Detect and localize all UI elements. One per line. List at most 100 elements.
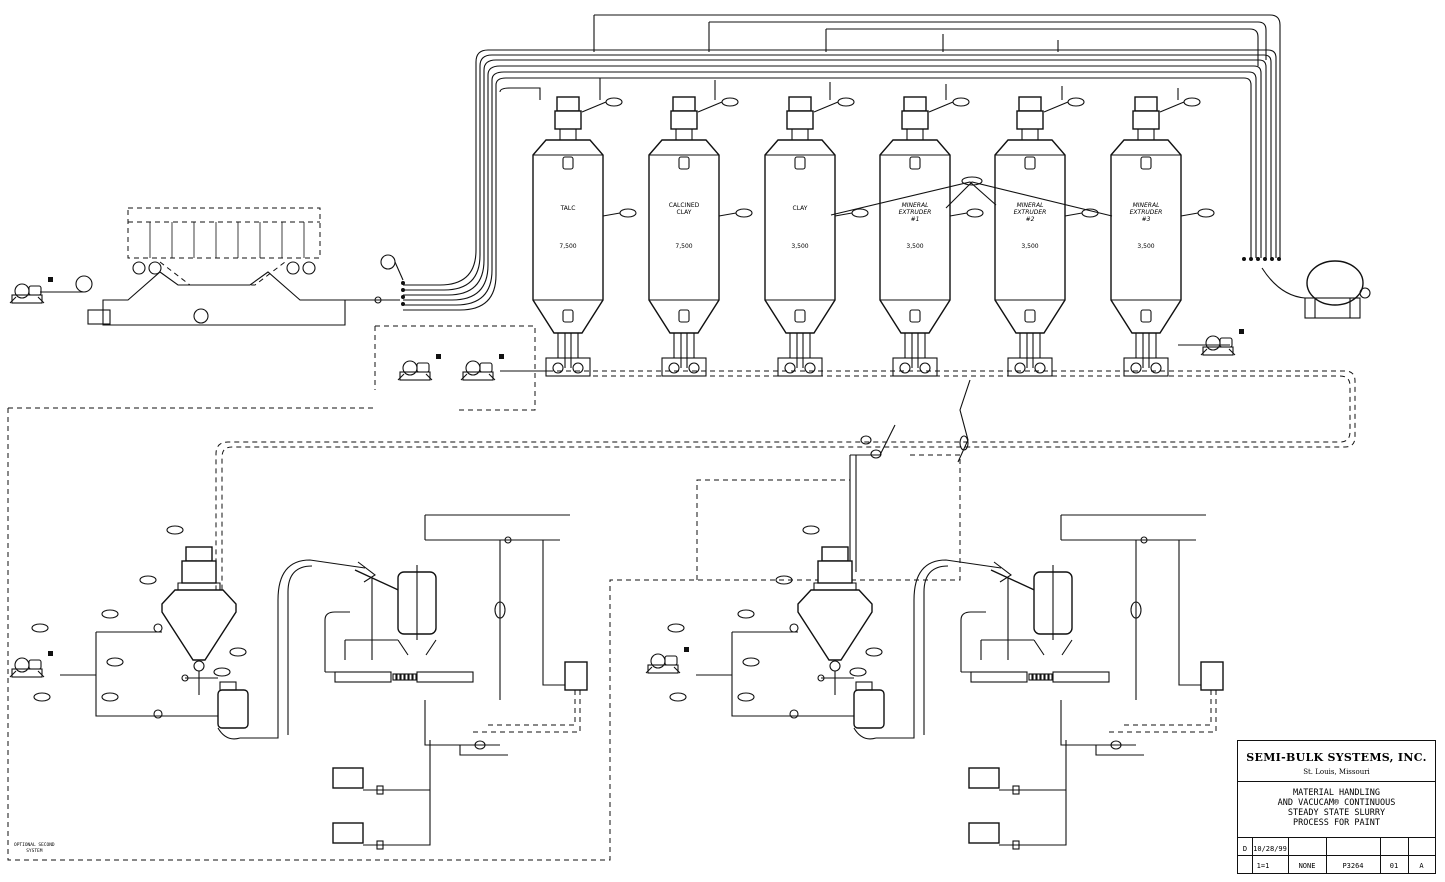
silo-3 xyxy=(764,96,869,377)
instrument-tag xyxy=(775,575,793,585)
silo-6 xyxy=(1110,96,1215,377)
top-manway xyxy=(1140,156,1152,170)
overhead-conveying-lines xyxy=(403,14,1281,311)
instrument-tag xyxy=(101,692,119,702)
bottom-manway xyxy=(1140,309,1152,323)
slurry-transfer-pump xyxy=(1052,671,1110,683)
silo-capacity-4: 3,500 xyxy=(906,243,924,250)
instrument-tag xyxy=(851,208,869,218)
mixer-drive xyxy=(217,689,249,729)
sheet-number: 01 xyxy=(1389,862,1399,870)
silo-name-line: #3 xyxy=(1141,216,1151,223)
additive-tank xyxy=(968,767,1000,789)
rotary-valve xyxy=(899,362,911,374)
plot-scale-value: NONE xyxy=(1298,862,1316,870)
rotary-valve xyxy=(1014,362,1026,374)
process-system-2 xyxy=(667,514,1224,850)
bottom-manway xyxy=(562,309,574,323)
additive-tank xyxy=(332,767,364,789)
instrument-tag xyxy=(139,575,157,585)
rotary-valve xyxy=(688,362,700,374)
instrument-tag xyxy=(619,208,637,218)
instrument-tag xyxy=(737,609,755,619)
top-manway xyxy=(909,156,921,170)
silo-label-3: CLAY xyxy=(770,205,830,212)
bottom-manway xyxy=(1024,309,1036,323)
scale-value: 1=1 xyxy=(1256,862,1270,870)
mixer-recycle-pump xyxy=(970,671,1028,683)
dust-collector xyxy=(1261,260,1371,319)
flow-meter xyxy=(1130,601,1142,619)
instrument-tag xyxy=(737,692,755,702)
bottom-manway xyxy=(909,309,921,323)
revision: A xyxy=(1419,862,1424,870)
silo-4 xyxy=(879,96,984,377)
receiver-filter xyxy=(817,560,853,584)
silo-capacity-5: 3,500 xyxy=(1021,243,1039,250)
instrument-tag xyxy=(837,97,855,107)
title-line-1: MATERIAL HANDLING xyxy=(1293,788,1380,798)
drawing-title: MATERIAL HANDLING AND VACUCAM® CONTINUOU… xyxy=(1238,788,1435,828)
main-transport-line xyxy=(7,325,1356,861)
rotary-valve xyxy=(804,362,816,374)
silo-name-line: CLAY xyxy=(792,205,808,212)
silo-name-line: MINERAL xyxy=(1132,202,1160,209)
blower-2 xyxy=(460,354,504,381)
mixer-recycle-pump xyxy=(334,671,392,683)
bottom-manway xyxy=(794,309,806,323)
silo-capacity-6: 3,500 xyxy=(1137,243,1155,250)
silo-name-line: MINERAL xyxy=(1016,202,1044,209)
rotary-valve xyxy=(919,362,931,374)
silo-name-line: CALCINED xyxy=(668,202,700,209)
rotary-valve xyxy=(1034,362,1046,374)
instrument-tag xyxy=(735,208,753,218)
top-manway xyxy=(678,156,690,170)
blower-1 xyxy=(397,354,441,381)
instrument-tag xyxy=(213,667,231,677)
note-line-2: SYSTEM xyxy=(26,849,43,854)
rotary-valve xyxy=(1150,362,1162,374)
slurry-line xyxy=(240,559,366,739)
silo-2 xyxy=(648,96,753,377)
instrument-tag xyxy=(1067,97,1085,107)
size-value: D xyxy=(1242,845,1248,853)
instrument-tag xyxy=(166,525,184,535)
company-name: SEMI-BULK SYSTEMS, INC. xyxy=(1246,751,1427,764)
silo-name-line: EXTRUDER xyxy=(1129,209,1163,216)
top-manway xyxy=(562,156,574,170)
silo-1 xyxy=(532,96,637,377)
instrument-tag xyxy=(849,667,867,677)
instrument-tag xyxy=(669,692,687,702)
instrument-tag xyxy=(106,657,124,667)
receiver-cone xyxy=(797,589,873,661)
silo-name-line: TALC xyxy=(560,205,576,212)
top-manway xyxy=(1024,156,1036,170)
mixer-drive xyxy=(853,689,885,729)
instrument-tag xyxy=(1197,208,1215,218)
optional-second-system-note: OPTIONAL SECOND SYSTEM xyxy=(14,843,55,855)
rotary-valve xyxy=(784,362,796,374)
level-signal-lines xyxy=(830,176,1113,217)
instrument-tag xyxy=(802,525,820,535)
blower-packages xyxy=(9,277,1244,678)
instrument-tag xyxy=(1183,97,1201,107)
bottom-manway xyxy=(678,309,690,323)
filter-housing xyxy=(564,661,588,691)
rotary-valve xyxy=(668,362,680,374)
blower-system-2 xyxy=(645,647,689,674)
silo-label-1: TALC xyxy=(538,205,598,212)
instrument-tag xyxy=(966,208,984,218)
filter-housing xyxy=(1200,661,1224,691)
instrument-tag xyxy=(721,97,739,107)
slurry-transfer-pump xyxy=(416,671,474,683)
silo-name-line: #1 xyxy=(910,216,920,223)
rotary-valve xyxy=(1130,362,1142,374)
top-manway xyxy=(794,156,806,170)
silo-name-line: EXTRUDER xyxy=(898,209,932,216)
silo-capacity-3: 3,500 xyxy=(791,243,809,250)
silo-name-line: #2 xyxy=(1025,216,1035,223)
rotary-valve xyxy=(193,660,205,672)
